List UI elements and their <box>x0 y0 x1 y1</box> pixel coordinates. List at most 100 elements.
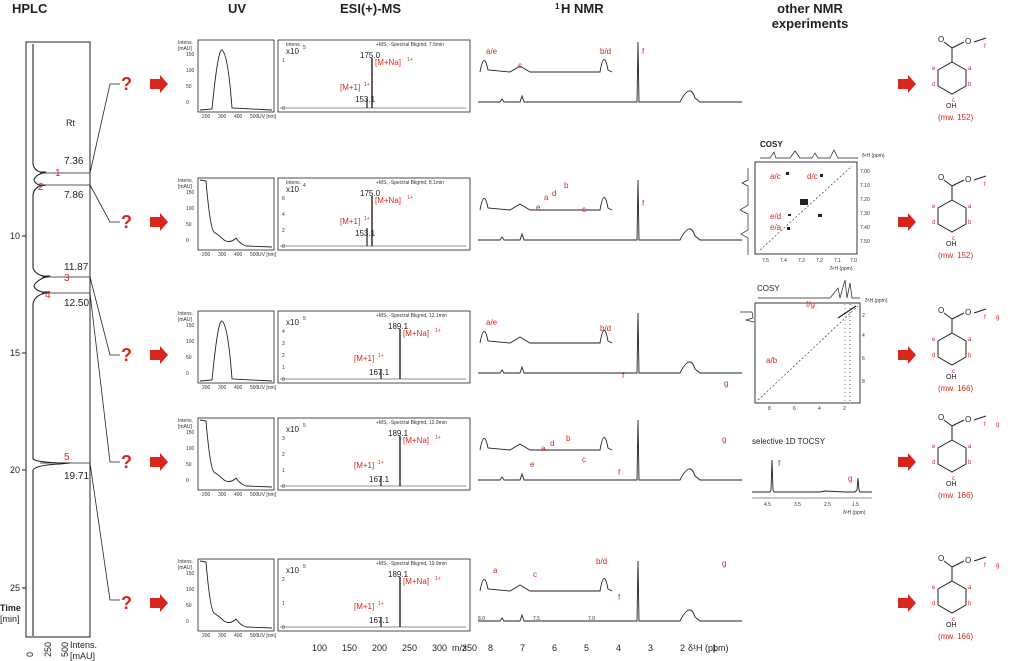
unknown-question-mark-4: ? <box>121 452 132 472</box>
ms-exponent: 5 <box>303 564 306 570</box>
nmr-panel-2 <box>478 179 742 241</box>
ms-ytick: 1 <box>282 468 285 474</box>
cosy1-label-dc: d/c <box>807 172 818 181</box>
hplc-peak-5-rt: 19.71 <box>64 471 89 482</box>
nmr-axis-tick: 3 <box>648 643 653 653</box>
cosy2-label-fg: f/g <box>806 300 815 309</box>
ms-x10-label: x10 <box>286 425 299 434</box>
hplc-peak-1-num: 1 <box>55 168 61 179</box>
ms-h-charge: 1+ <box>364 216 370 222</box>
nmr-peak-label: a/e <box>486 47 498 56</box>
nmr-peak-label: e <box>536 203 541 212</box>
ester-carbonyl-o: O <box>938 306 944 315</box>
arrow-icon <box>150 213 168 231</box>
ms-main-mass: 189.1 <box>388 570 409 579</box>
ms-x10-label: x10 <box>286 318 299 327</box>
nmr-panel-5 <box>478 560 742 622</box>
hplc-chromatogram: Rt 10 15 20 25 Time [min] 0 250 500 Inte… <box>0 41 97 661</box>
ms-x10-label: x10 <box>286 47 299 56</box>
unknown-question-mark-5: ? <box>121 593 132 613</box>
uv-xtick: 400 <box>234 114 243 120</box>
nmr-peak-label: e <box>530 460 535 469</box>
ester-oxygen: O <box>965 556 971 565</box>
hplc-xtick-0: 0 <box>25 652 35 657</box>
atom-label: e <box>932 585 936 591</box>
nmr-trace <box>478 312 742 374</box>
ms-header: +MS, -Spectral Bkgmd, 7.6min <box>376 42 444 48</box>
nmr-zoom-trace <box>479 578 613 592</box>
arrow-icon <box>898 213 916 231</box>
hydroxyl-group: OH <box>946 481 957 488</box>
atom-label-f: f <box>984 422 986 428</box>
uv-xtick: 500 <box>250 114 259 120</box>
ms-axis-tick: 350 <box>462 643 477 653</box>
header-other-nmr-line1: other NMR <box>777 1 843 16</box>
nmr-axis-tick: 2 <box>680 643 685 653</box>
ms-ytick: 0 <box>282 484 285 490</box>
uv-xtick: 300 <box>218 633 227 639</box>
unknown-question-mark-2: ? <box>121 212 132 232</box>
uv-frame <box>197 558 275 632</box>
atom-label-f: f <box>984 563 986 569</box>
uv-xlabel: UV [nm] <box>258 114 277 120</box>
tocsy-trace <box>752 459 872 493</box>
nmr-peak-label: g <box>724 379 728 388</box>
ms-frame <box>277 310 471 384</box>
cosy-panel-2: COSY δ¹H (ppm) f/g a/b 2 4 6 8 8 6 4 2 <box>740 279 888 412</box>
uv-ytick: 0 <box>186 100 189 106</box>
ms-h-mass: 167.1 <box>369 616 390 625</box>
header-esi-ms: ESI(+)-MS <box>340 1 401 16</box>
uv-ytick: 150 <box>186 430 195 436</box>
ms-h-label: [M+1] <box>354 602 374 611</box>
svg-text:7.20: 7.20 <box>860 197 870 203</box>
svg-text:8: 8 <box>768 406 771 412</box>
ms-ytick: 0 <box>282 244 285 250</box>
nmr-zoom-trace <box>479 330 613 344</box>
header-other-nmr-line2: experiments <box>772 16 849 31</box>
ms-header: +MS, -Spectral Bkgmd, 12.1min <box>376 313 447 319</box>
nmr-axis-tick: 6 <box>552 643 557 653</box>
tocsy-panel: selective 1D TOCSY f g 4.5 3.5 2.5 1.5 δ… <box>752 437 872 516</box>
ms-h-mass: 153.1 <box>355 95 376 104</box>
nmr-trace <box>478 419 742 481</box>
molecular-weight: (mw. 152) <box>938 113 973 122</box>
atom-label: e <box>932 337 936 343</box>
arrow-icon <box>150 346 168 364</box>
uv-ytick: 0 <box>186 238 189 244</box>
header-h-nmr: 1 H NMR <box>555 1 604 16</box>
atom-label: e <box>932 204 936 210</box>
uv-frame <box>197 417 275 491</box>
atom-label: c <box>952 236 955 242</box>
ms-na-charge: 1+ <box>435 435 441 441</box>
header-nmr-label: H NMR <box>561 1 604 16</box>
hplc-time-unit: [min] <box>0 614 20 624</box>
hplc-rt-label: Rt <box>66 118 75 128</box>
svg-text:7.1: 7.1 <box>834 258 841 264</box>
svg-text:6: 6 <box>862 356 865 362</box>
ms-na-label: [M+Na] <box>403 329 429 338</box>
ms-x10-label: x10 <box>286 185 299 194</box>
uv-xtick: 200 <box>202 114 211 120</box>
uv-xtick: 300 <box>218 492 227 498</box>
ester-carbonyl-o: O <box>938 173 944 182</box>
ms-na-label: [M+Na] <box>403 436 429 445</box>
hplc-xtick-500: 500 <box>60 642 70 657</box>
cosy2-xticks: 8 6 4 2 <box>768 406 846 412</box>
hydroxyl-group: OH <box>946 241 957 248</box>
molecular-weight: (mw. 166) <box>938 384 973 393</box>
uv-ytick: 0 <box>186 371 189 377</box>
nmr-axis-tick: 4 <box>616 643 621 653</box>
hplc-intens-label: Intens. <box>70 640 97 650</box>
atom-label: e <box>932 444 936 450</box>
nmr-zoom-tick: 8.0 <box>478 616 485 622</box>
nmr-peak-label: a/e <box>486 318 498 327</box>
unknown-question-mark-1: ? <box>121 74 132 94</box>
atom-label: c <box>952 98 955 104</box>
nmr-peak-label: b/d <box>600 47 611 56</box>
uv-ytick: 150 <box>186 190 195 196</box>
uv-xtick: 300 <box>218 114 227 120</box>
